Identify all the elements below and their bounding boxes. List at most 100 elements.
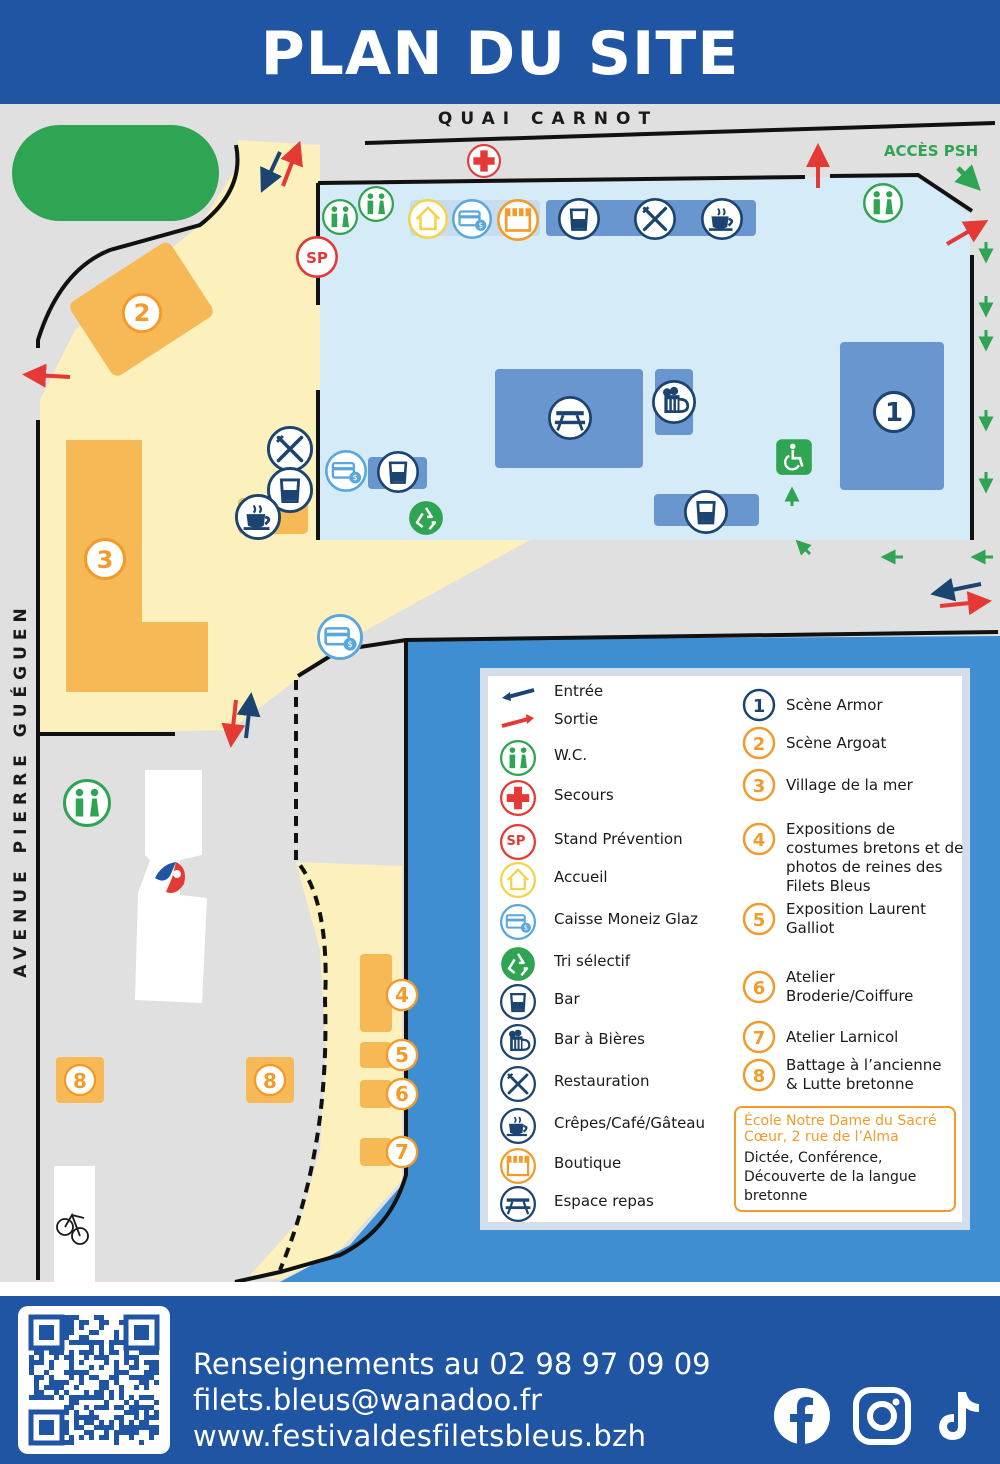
header-banner: PLAN DU SITE (0, 0, 1000, 104)
secours-cross-icon (500, 780, 536, 816)
footer: Renseignements au 02 98 97 09 09 filets.… (0, 1296, 1000, 1464)
entree-arrow-icon (500, 684, 535, 716)
instagram-icon[interactable] (852, 1386, 912, 1446)
wc-icon[interactable] (358, 186, 394, 222)
legend-label: Bar à Bières (554, 1030, 645, 1048)
beer-mug-icon (500, 1024, 536, 1060)
coffee-cup-icon[interactable] (701, 198, 743, 240)
zone-number-badge: 4 (742, 822, 776, 856)
zone-number-badge: 3 (742, 768, 776, 802)
svg-text:2: 2 (753, 734, 766, 755)
svg-text:4: 4 (753, 830, 766, 851)
legend-zone-label: Atelier Larnicol (786, 1028, 899, 1046)
caisse-card-icon[interactable] (317, 614, 363, 660)
accueil-house-icon[interactable] (408, 199, 448, 239)
contact-email[interactable]: filets.bleus@wanadoo.fr (193, 1383, 543, 1417)
zone-number-badge: 2 (742, 726, 776, 760)
legend-label: Secours (554, 786, 614, 804)
tiktok-icon[interactable] (928, 1386, 988, 1446)
psh-access-label: ACCÈS PSH (884, 141, 978, 160)
legend-zone-label: Village de la mer (786, 776, 913, 794)
wc-icon (500, 740, 536, 776)
facebook-icon[interactable] (772, 1386, 832, 1446)
legend-label: W.C. (554, 746, 588, 764)
ecole-title: École Notre Dame du Sacré Cœur, 2 rue de… (744, 1113, 937, 1145)
qr-pattern (28, 1314, 160, 1446)
fork-knife-icon (500, 1066, 536, 1102)
region-logo (155, 862, 185, 893)
legend-label: Boutique (554, 1154, 622, 1172)
bicycle-icon (56, 1212, 89, 1245)
sp-label: SP (306, 249, 328, 267)
svg-text:5: 5 (753, 910, 766, 931)
bar-glass-icon[interactable] (684, 490, 728, 534)
coffee-cup-icon (500, 1108, 536, 1144)
wc-icon[interactable] (322, 199, 358, 235)
coffee-cup-icon[interactable] (235, 494, 281, 540)
zone-number-badge: 1 (742, 688, 776, 722)
ecole-box: École Notre Dame du Sacré Cœur, 2 rue de… (734, 1106, 956, 1212)
bar-glass-icon[interactable] (558, 198, 600, 240)
caisse-card-icon[interactable] (325, 450, 367, 492)
bar-glass-icon[interactable] (377, 451, 419, 493)
zone-number-badge: 8 (742, 1058, 776, 1092)
zone-number-badge: 5 (742, 902, 776, 936)
page-title: PLAN DU SITE (260, 19, 740, 89)
bar-glass-icon (500, 984, 536, 1020)
qr-code[interactable] (18, 1306, 170, 1454)
shop-awning-icon (500, 1148, 536, 1184)
zone-number: 8 (263, 1069, 277, 1093)
zone-number: 4 (395, 983, 409, 1007)
wc-icon[interactable] (63, 779, 111, 827)
svg-text:7: 7 (753, 1028, 766, 1049)
legend-label: Crêpes/Café/Gâteau (554, 1114, 706, 1132)
legend-label: Espace repas (554, 1192, 654, 1210)
recycle-icon (500, 946, 536, 982)
zone-number-badge: 6 (742, 970, 776, 1004)
fork-knife-icon[interactable] (634, 198, 676, 240)
legend-zone-label: Scène Armor (786, 696, 883, 714)
contact-website[interactable]: www.festivaldesfiletsbleus.bzh (193, 1419, 647, 1453)
zone-number: 2 (134, 299, 151, 327)
stand-prevention-icon: SP (500, 824, 536, 860)
legend-zone-label: Expositions de costumes bretons et de ph… (786, 820, 964, 895)
zone-number: 8 (73, 1069, 87, 1093)
legend-label: Tri sélectif (554, 952, 631, 970)
sortie-arrow-icon (500, 712, 534, 744)
legend-zone-label: Battage à l’ancienne & Lutte bretonne (786, 1056, 942, 1093)
legend-label: Stand Prévention (554, 830, 683, 848)
shop-awning-icon[interactable] (497, 199, 539, 241)
beer-mug-icon[interactable] (652, 380, 696, 424)
zone-number: 1 (885, 398, 903, 428)
street-label-quai-carnot: QUAI CARNOT (438, 109, 658, 129)
picnic-table-icon (500, 1186, 536, 1222)
zone-number: 3 (97, 546, 114, 574)
legend-panel: École Notre Dame du Sacré Cœur, 2 rue de… (480, 668, 970, 1230)
legend-label: Caisse Moneiz Glaz (554, 910, 698, 928)
svg-text:6: 6 (753, 978, 766, 999)
caisse-card-icon[interactable] (452, 199, 492, 239)
recycle-icon[interactable] (408, 500, 444, 536)
legend-inner: École Notre Dame du Sacré Cœur, 2 rue de… (488, 676, 963, 1222)
svg-text:3: 3 (753, 776, 766, 797)
picnic-table-icon[interactable] (548, 396, 592, 440)
zone-number: 5 (395, 1043, 409, 1067)
legend-zone-label: Exposition Laurent Galliot (786, 900, 927, 937)
contact-phone: Renseignements au 02 98 97 09 09 (193, 1347, 711, 1381)
green-space (12, 125, 219, 221)
fork-knife-icon[interactable] (267, 426, 313, 472)
legend-label: Entrée (554, 682, 604, 700)
legend-zone-label: Atelier Broderie/Coiffure (786, 968, 914, 1005)
accueil-house-icon (500, 862, 536, 898)
legend-label: Restauration (554, 1072, 650, 1090)
secours-cross-icon[interactable] (467, 144, 501, 178)
wc-icon[interactable] (863, 183, 903, 223)
zone-number-badge: 7 (742, 1020, 776, 1054)
zone-number: 7 (395, 1140, 409, 1164)
legend-zone-label: Scène Argoat (786, 734, 887, 752)
ecole-desc: Dictée, Conférence, Découverte de la lan… (744, 1150, 917, 1204)
legend-label: Sortie (554, 710, 599, 728)
zone-number: 6 (395, 1082, 409, 1106)
accessibility-icon[interactable] (775, 438, 813, 476)
street-label-avenue: AVENUE PIERRE GUÉGUEN (9, 602, 31, 977)
